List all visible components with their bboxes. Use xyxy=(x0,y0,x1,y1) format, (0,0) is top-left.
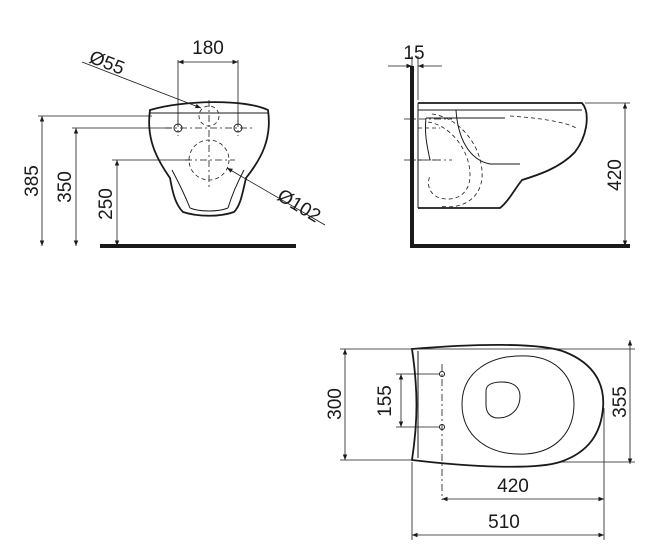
top-drain xyxy=(485,381,521,419)
side-view: 15 420 xyxy=(388,43,630,248)
top-dim-355-label: 355 xyxy=(610,386,631,418)
front-inner-curve-left xyxy=(171,169,191,209)
front-inner-curve-right xyxy=(227,169,245,209)
front-dim-350-label: 350 xyxy=(55,171,76,203)
side-trap-line xyxy=(425,117,431,161)
side-rim-hidden xyxy=(509,115,577,129)
front-dim-385-label: 385 xyxy=(22,165,43,197)
top-bowl-opening xyxy=(461,355,575,455)
top-view: 300 155 355 420 510 xyxy=(325,340,635,540)
top-bowl-outline xyxy=(410,343,605,468)
top-dim-155-label: 155 xyxy=(375,385,396,417)
side-dim-420-label: 420 xyxy=(605,159,626,191)
front-leader-102 xyxy=(226,167,326,226)
front-dim-180-label: 180 xyxy=(192,38,224,59)
front-view: 180 Ø55 Ø102 385 350 250 xyxy=(22,38,326,248)
side-bowl-outline xyxy=(418,102,588,209)
top-dim-510-label: 510 xyxy=(488,512,520,533)
side-trap-hidden xyxy=(427,121,471,200)
front-foot-curve xyxy=(189,207,229,212)
top-dim-300-label: 300 xyxy=(325,388,346,420)
top-dim-420-label: 420 xyxy=(497,476,529,497)
front-dim-250-label: 250 xyxy=(96,188,117,220)
front-dim-55-label: Ø55 xyxy=(86,47,127,79)
side-inner-bowl xyxy=(455,109,520,165)
side-trap-hidden-outer xyxy=(431,113,483,208)
front-leader-55 xyxy=(81,61,202,109)
side-dim-15-label: 15 xyxy=(403,43,424,64)
front-bowl-outline xyxy=(148,101,270,217)
front-dim-102-label: Ø102 xyxy=(273,185,324,227)
